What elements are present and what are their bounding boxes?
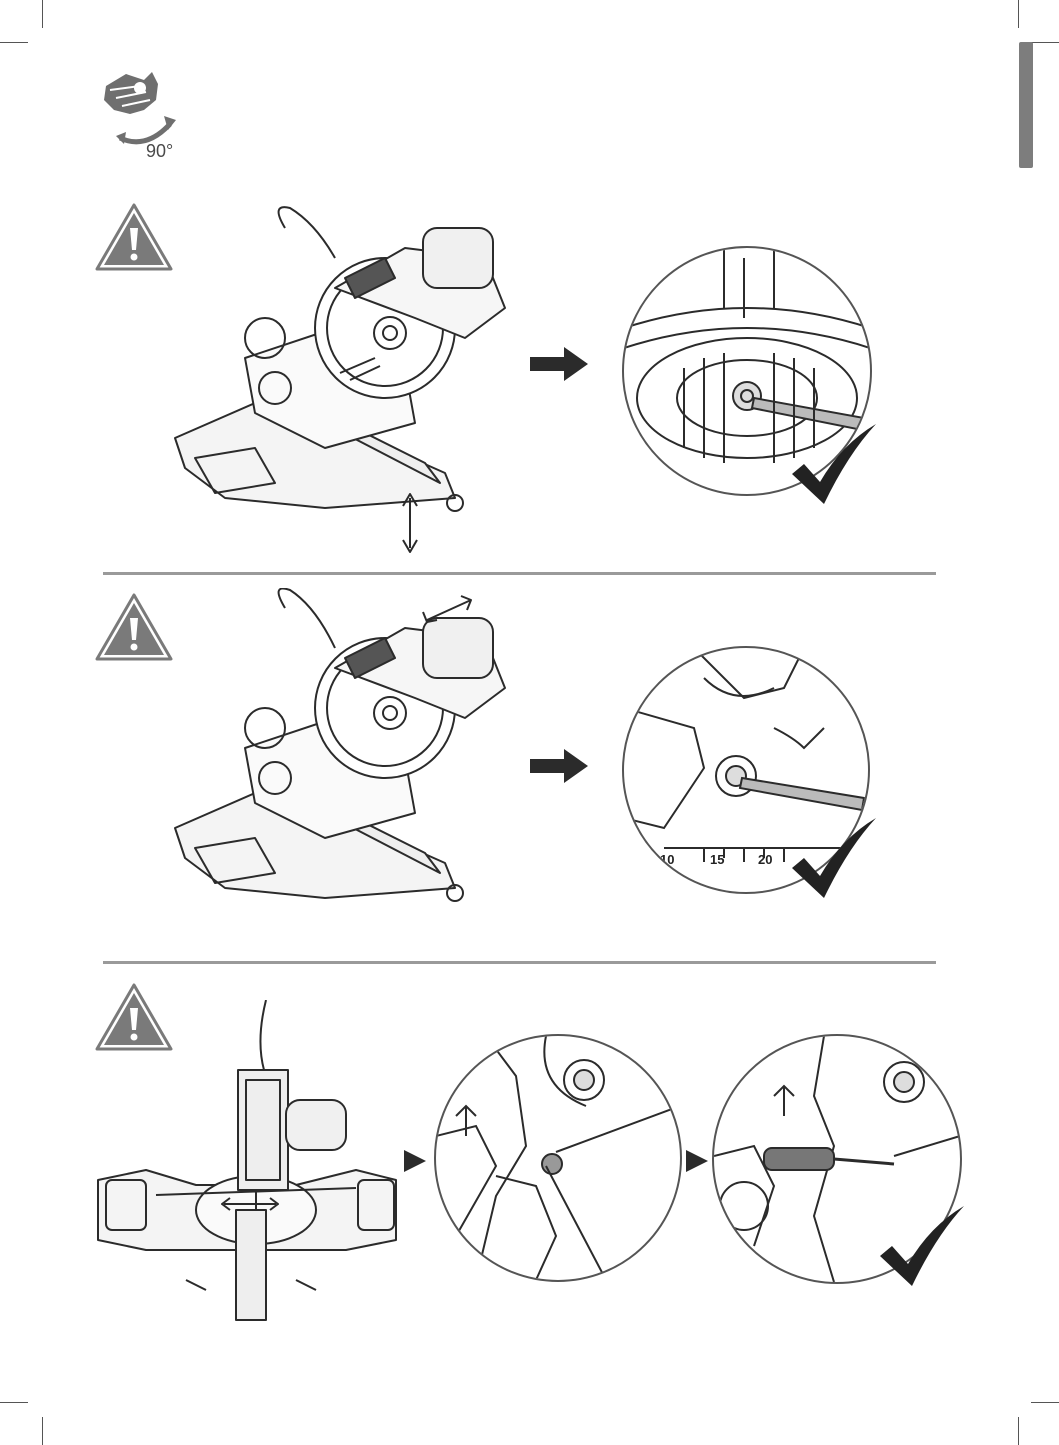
checkmark-icon [790, 818, 880, 900]
miter-saw-illustration [165, 588, 525, 928]
angle-label: 90° [146, 141, 173, 162]
crop-mark [1018, 0, 1019, 28]
crop-mark [42, 1417, 43, 1445]
crop-mark [0, 42, 28, 43]
crop-mark [42, 0, 43, 28]
crop-mark [1018, 1417, 1019, 1445]
arrow-right-icon [686, 1150, 708, 1172]
detail-circle-pointer [434, 1034, 682, 1282]
checkmark-icon [790, 424, 880, 506]
miter-saw-illustration [165, 198, 525, 558]
crop-mark [1031, 1402, 1059, 1403]
miter-saw-rotate-icon [96, 66, 192, 156]
scale-label: 20 [758, 852, 772, 867]
warning-triangle-icon [94, 592, 174, 662]
arrow-right-icon [404, 1150, 426, 1172]
section-divider [103, 961, 936, 964]
scale-label: 15 [710, 852, 724, 867]
arrow-right-icon [530, 749, 590, 783]
section-divider [103, 572, 936, 575]
scale-label: 10 [660, 852, 674, 867]
miter-saw-top-view-illustration [96, 1000, 406, 1330]
warning-triangle-icon [94, 202, 174, 272]
arrow-right-icon [530, 347, 590, 381]
crop-mark [1031, 42, 1059, 43]
checkmark-icon [878, 1206, 968, 1288]
language-tab [1019, 42, 1033, 168]
crop-mark [0, 1402, 28, 1403]
